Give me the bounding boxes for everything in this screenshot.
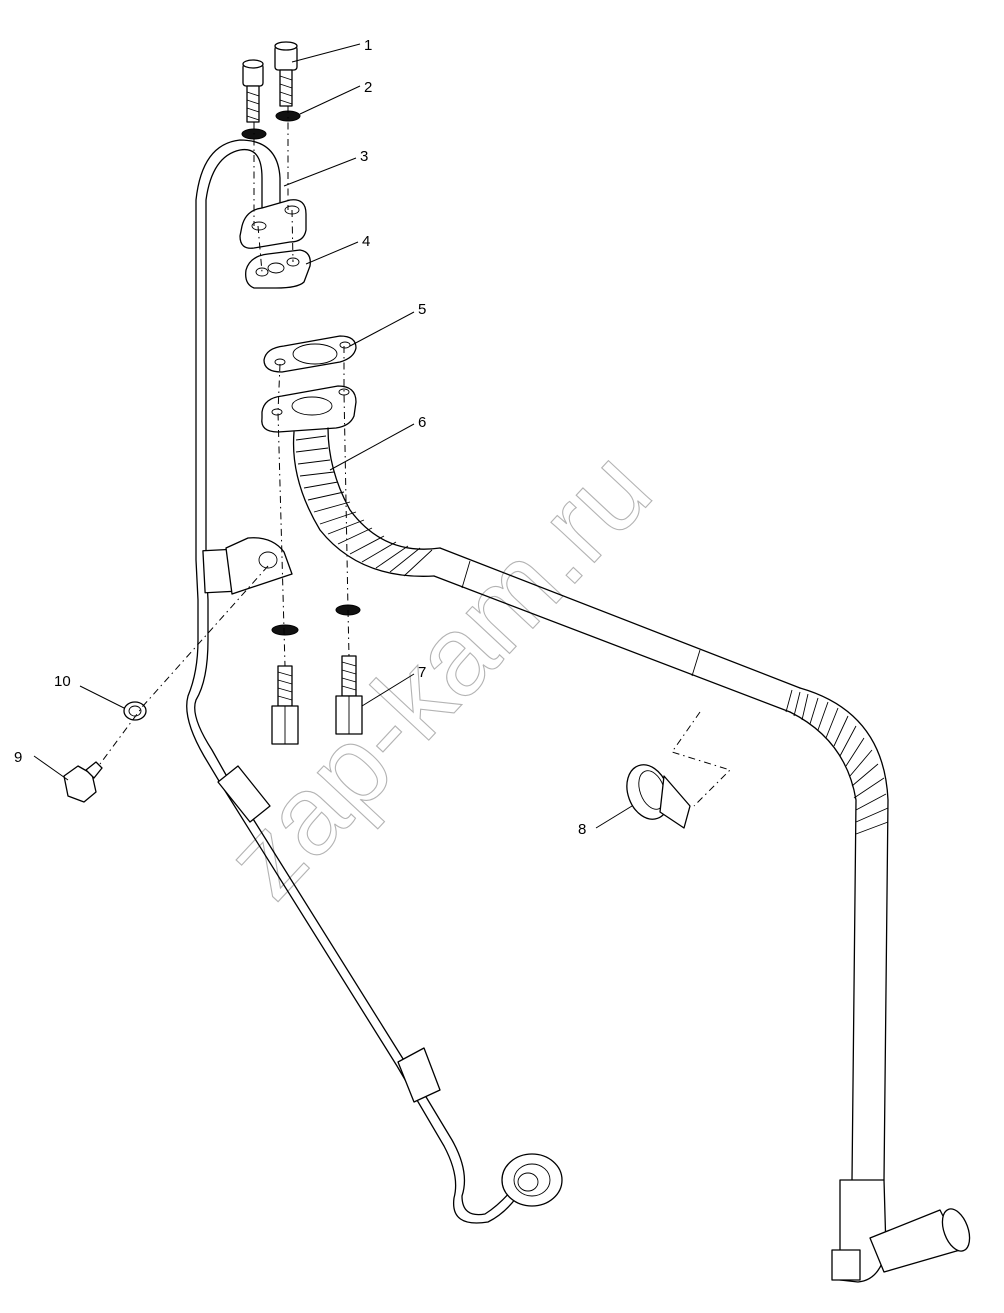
- gasket-turbo-drain: [263, 335, 357, 373]
- hose-clamp: [626, 711, 731, 829]
- banjo-fitting: [501, 1153, 563, 1207]
- hex-bolt: [63, 761, 103, 803]
- assembly-center-lines: [99, 106, 350, 765]
- callout-10: 10: [54, 673, 71, 690]
- callout-8: 8: [578, 821, 586, 838]
- pipe-sleeve-lower: [397, 1047, 441, 1103]
- cap-screw-right: [274, 41, 298, 107]
- callout-1: 1: [364, 37, 372, 54]
- stud-washer-left: [271, 624, 299, 636]
- callout-6: 6: [418, 414, 426, 431]
- callout-7: 7: [418, 664, 426, 681]
- callout-5: 5: [418, 301, 426, 318]
- stud-left: [271, 665, 299, 745]
- oil-drain-pipe: [261, 385, 971, 1283]
- stud-right: [335, 655, 363, 735]
- drain-pipe-flange: [261, 385, 357, 433]
- callout-3: 3: [360, 148, 368, 165]
- bolt-washer: [123, 701, 147, 721]
- feed-pipe-flange: [239, 199, 307, 249]
- callout-labels: 1 2 3 4 5 6 7 8 9 10: [14, 37, 633, 838]
- gasket-upper: [245, 249, 311, 289]
- callout-4: 4: [362, 233, 370, 250]
- drain-pipe-end-cap: [831, 1249, 861, 1281]
- mounting-bracket: [225, 537, 293, 595]
- oil-feed-pipe: [186, 139, 563, 1224]
- watermark-text: zap-kam.ru: [201, 426, 674, 921]
- callout-9: 9: [14, 749, 22, 766]
- callout-2: 2: [364, 79, 372, 96]
- pipe-sleeve-upper: [217, 765, 271, 823]
- cap-screw-left: [242, 59, 264, 123]
